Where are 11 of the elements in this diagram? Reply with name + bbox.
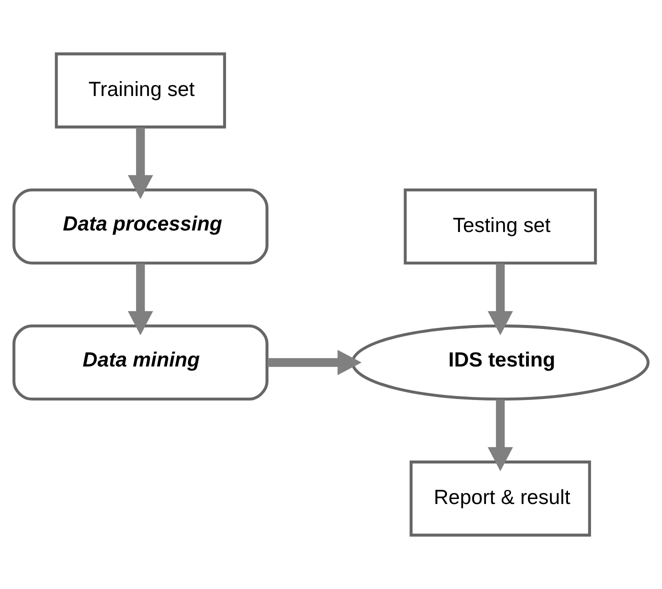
node-box: Testing set [404,188,597,264]
node-box: Data mining [12,324,268,401]
arrow [488,400,513,472]
node-ellipse: IDS testing [351,324,650,401]
node-box: Training set [54,52,226,128]
arrow [128,264,154,336]
arrow [128,128,154,200]
arrow [488,264,513,336]
node-box: Data processing [12,188,268,264]
node-box: Report & result [410,460,592,537]
arrow [268,350,362,376]
